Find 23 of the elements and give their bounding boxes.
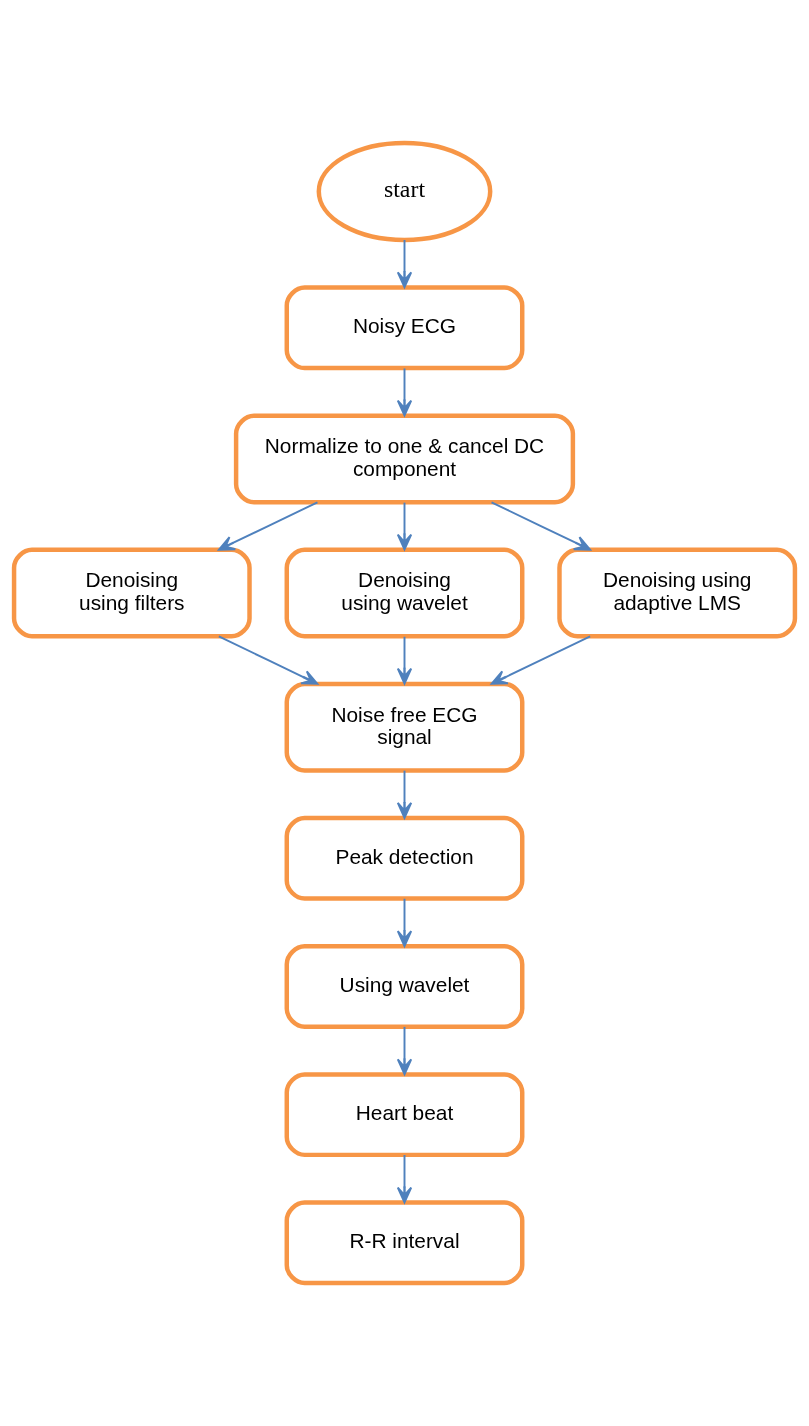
node-box: Denoising using adaptive LMS [557,547,798,639]
arrow [396,1025,413,1076]
arrow [396,635,413,685]
arrow [217,635,319,685]
arrow [396,1154,413,1204]
arrow [217,501,319,551]
node-box: Denoising using filters [11,547,252,639]
node-box: Noise free ECG signal [284,681,525,773]
arrow [490,501,592,551]
arrow [490,635,592,685]
arrow [396,367,413,417]
node-box: Peak detection [284,815,525,901]
node-box: Denoising using wavelet [284,547,525,639]
arrow [396,897,413,948]
arrow [396,501,413,551]
node-box: Heart beat [284,1072,525,1158]
arrow [396,239,413,289]
node-box: Using wavelet [284,944,525,1029]
node-box: Noisy ECG [284,285,525,371]
node-box: Normalize to one & cancel DC component [233,413,576,505]
arrow [396,769,413,819]
node-ellipse: start [316,140,493,243]
node-box: R-R interval [284,1200,525,1286]
